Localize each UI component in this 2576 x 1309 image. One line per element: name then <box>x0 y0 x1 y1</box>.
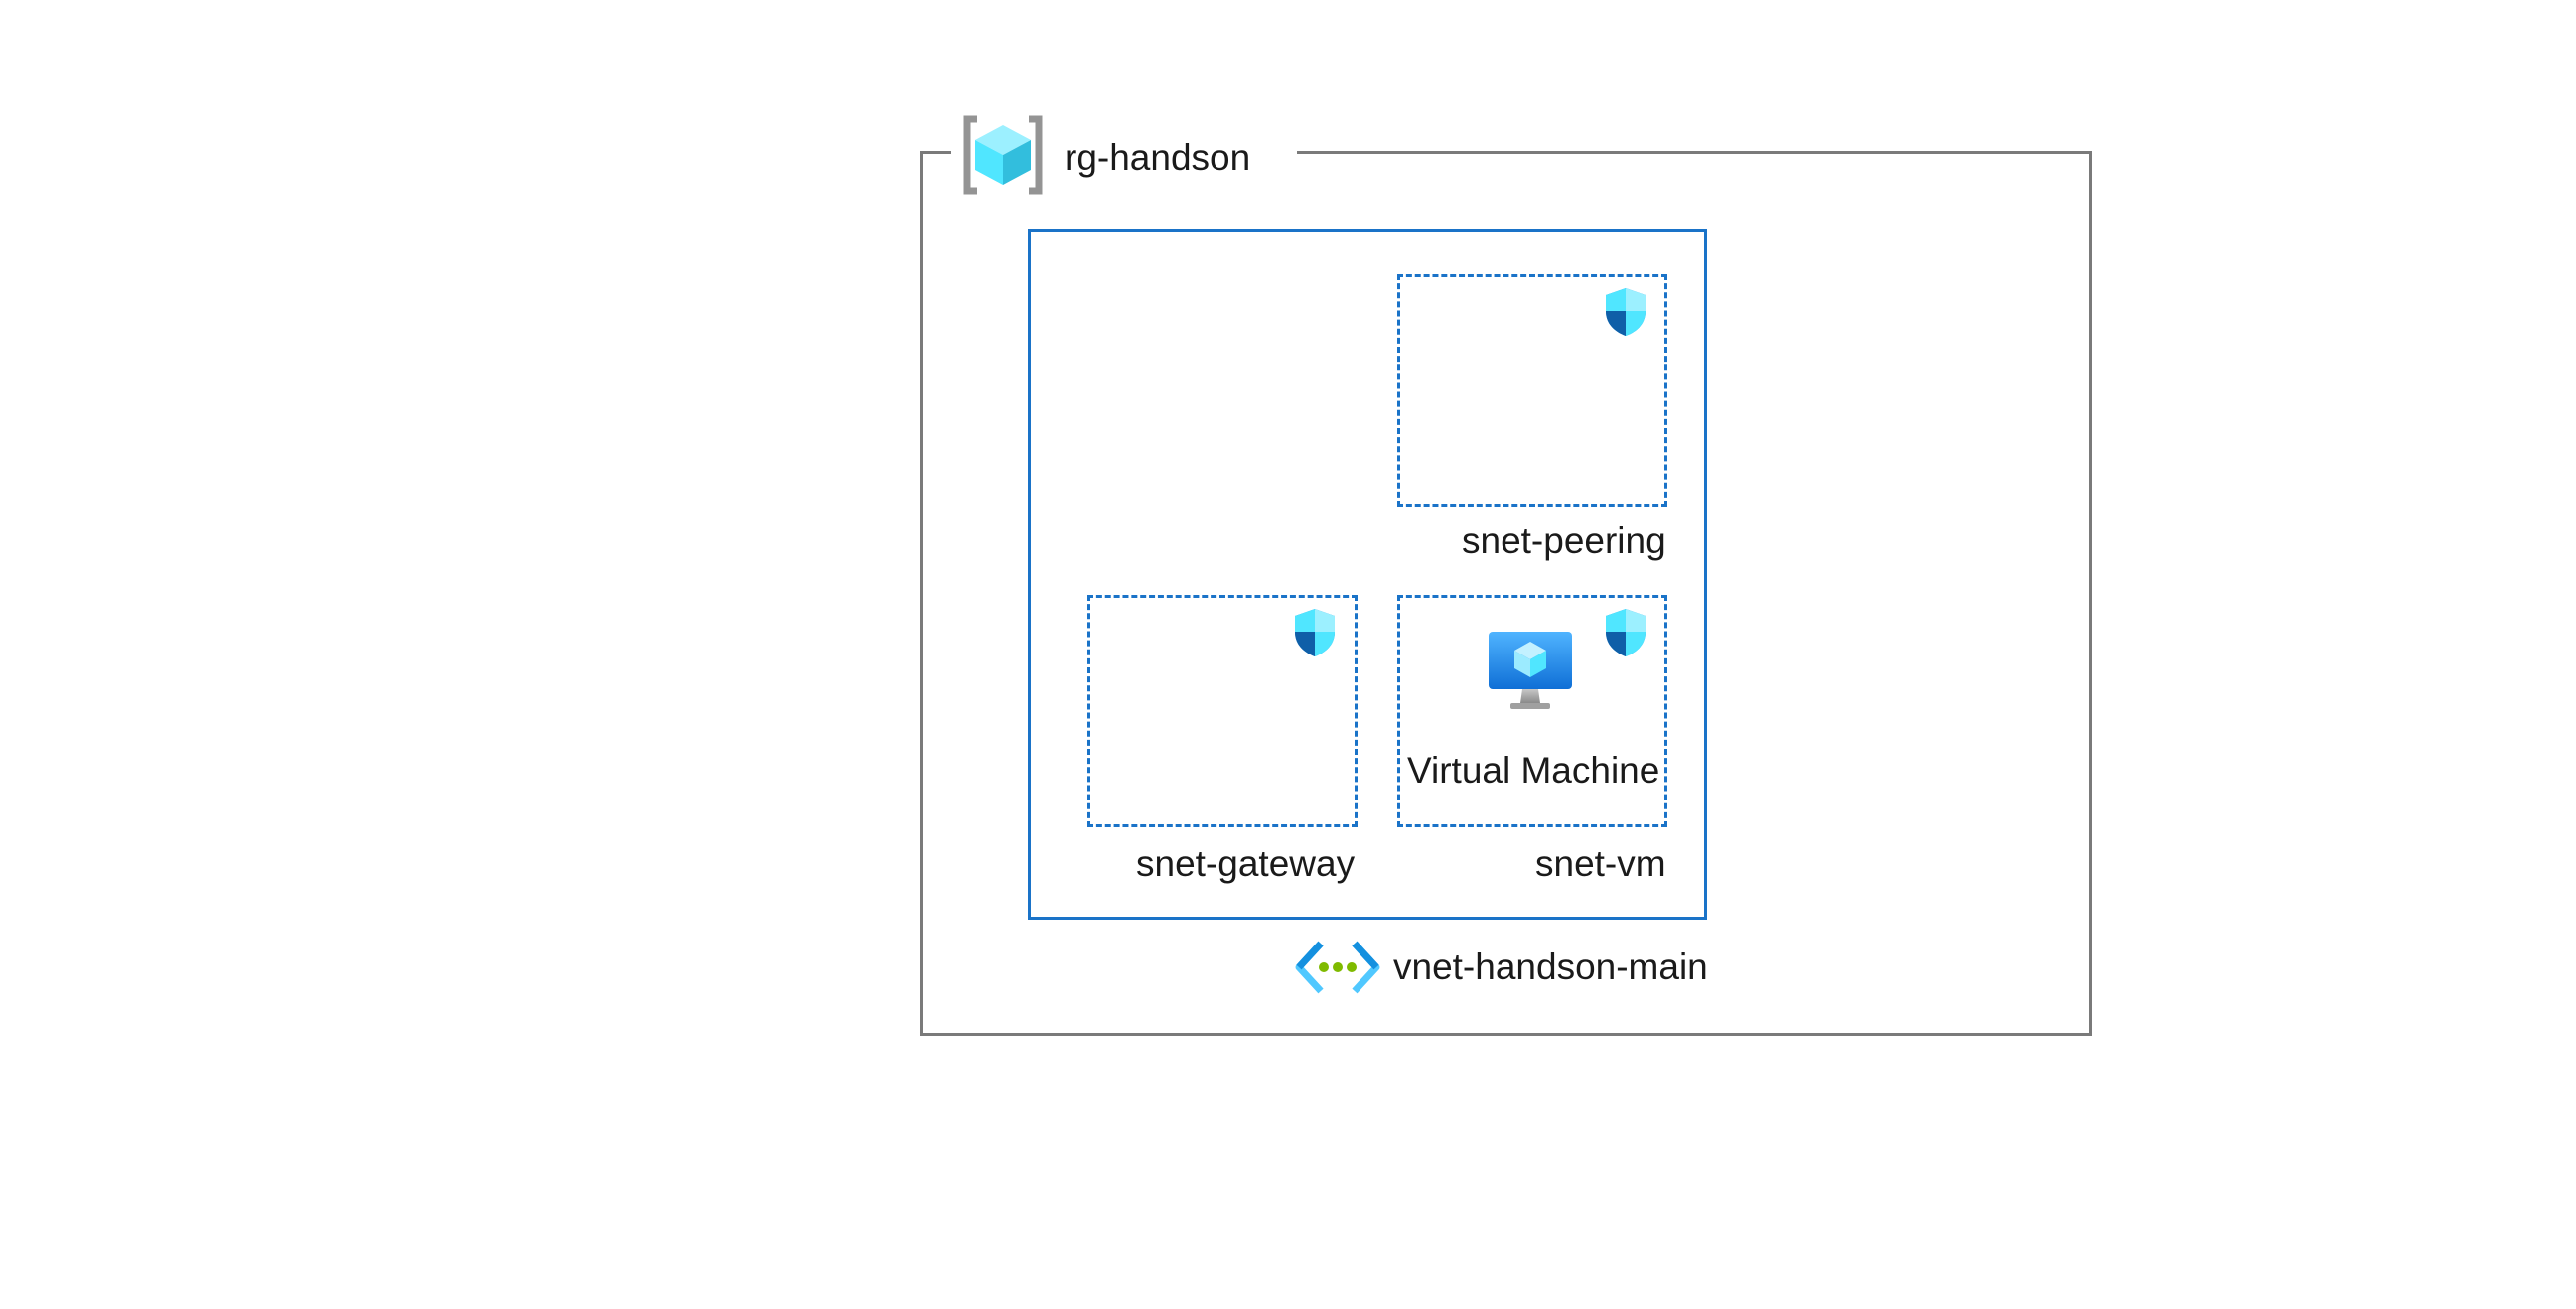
resource-group-frame-right <box>2089 151 2092 1034</box>
resource-group-label: rg-handson <box>1065 137 1251 178</box>
nsg-shield-icon <box>1606 288 1646 336</box>
nsg-shield-icon <box>1606 609 1646 656</box>
virtual-machine-icon <box>1489 632 1572 709</box>
resource-group-icon <box>963 115 1043 195</box>
subnet-gateway-box <box>1087 595 1358 827</box>
resource-group-frame-left <box>920 151 923 1034</box>
vnet-container <box>1028 229 1707 920</box>
virtual-machine-label: Virtual Machine <box>1407 750 1660 791</box>
vnet-label: vnet-handson-main <box>1393 946 1708 987</box>
resource-group-frame-bottom <box>920 1033 2092 1036</box>
virtual-network-icon <box>1295 941 1380 994</box>
nsg-shield-icon <box>1295 609 1335 656</box>
subnet-gateway-label: snet-gateway <box>1136 843 1356 884</box>
subnet-vm-box <box>1397 595 1667 827</box>
resource-group-frame-top-left <box>920 151 951 154</box>
resource-group-frame-top-right <box>1297 151 2091 154</box>
subnet-vm-label: snet-vm <box>1535 843 1666 884</box>
subnet-peering-label: snet-peering <box>1462 520 1666 561</box>
subnet-peering-box <box>1397 274 1667 507</box>
